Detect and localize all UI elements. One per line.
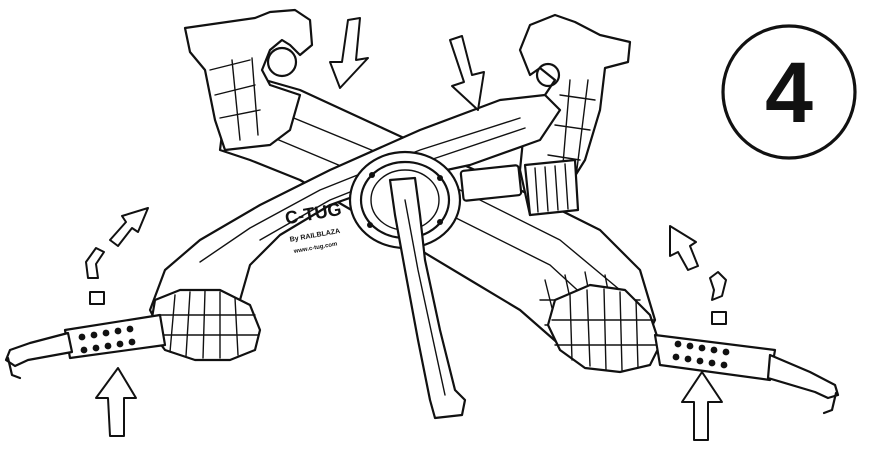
right-lower-cradle [546, 283, 662, 374]
label-plate [459, 164, 523, 202]
arrow-down-right [449, 35, 485, 111]
left-lower-cradle [148, 288, 262, 362]
rotation-arrow-right [669, 225, 727, 325]
brand-markings: C-TUG By RAILBLAZA www.c-tug.com [283, 199, 343, 255]
ratchet-bracket [523, 158, 580, 217]
rotation-arrow-left [85, 207, 149, 305]
arrow-up-left [95, 367, 137, 437]
brand-website: www.c-tug.com [292, 241, 337, 255]
left-upper-cradle [183, 8, 314, 152]
step-number: 4 [765, 45, 813, 141]
right-axle-bar [653, 333, 840, 415]
arrow-down-left [329, 17, 369, 89]
kickstand [388, 176, 467, 420]
left-axle-bar [4, 313, 167, 380]
step-badge: 4 [721, 24, 857, 160]
arrow-up-right [681, 371, 723, 441]
